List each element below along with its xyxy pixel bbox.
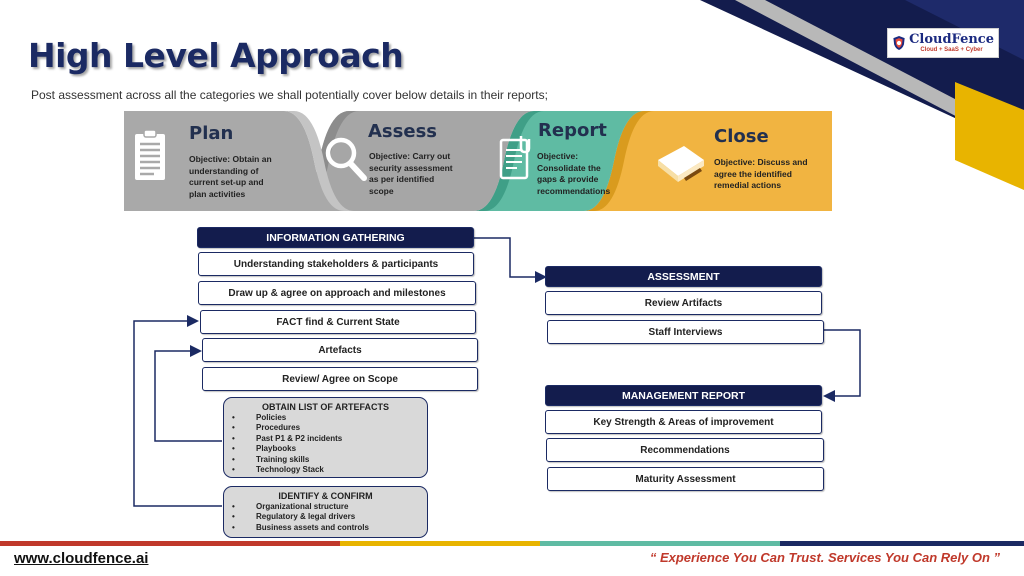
logo-name: CloudFence	[909, 32, 994, 47]
shield-icon	[893, 35, 905, 51]
list-item: •Regulatory & legal drivers	[232, 512, 356, 522]
gathering-item-stakeholders[interactable]: Understanding stakeholders & participant…	[198, 252, 474, 276]
document-clip-icon	[499, 136, 531, 180]
logo-tagline: Cloud + SaaS + Cyber	[920, 47, 983, 53]
list-item: •Policies	[232, 413, 287, 422]
clipboard-icon	[135, 130, 165, 180]
identify-panel: IDENTIFY & CONFIRM •Organizational struc…	[223, 486, 428, 538]
assessment-header: ASSESSMENT	[545, 266, 822, 287]
management-item-maturity[interactable]: Maturity Assessment	[547, 467, 824, 491]
assessment-item-staff-interviews[interactable]: Staff Interviews	[547, 320, 824, 344]
phase-close-title: Close	[714, 126, 769, 147]
list-item: •Organizational structure	[232, 502, 349, 511]
artefacts-list: •Policies •Procedures •Past P1 & P2 inci…	[232, 413, 419, 475]
page-subtitle: Post assessment across all the categorie…	[31, 88, 548, 102]
list-item: •Business assets and controls	[232, 522, 369, 532]
footer-tagline: “ Experience You Can Trust. Services You…	[649, 550, 1000, 565]
identify-panel-title: IDENTIFY & CONFIRM	[278, 491, 373, 501]
artefacts-panel: OBTAIN LIST OF ARTEFACTS •Policies •Proc…	[223, 397, 428, 478]
cloudfence-logo[interactable]: CloudFence Cloud + SaaS + Cyber	[887, 28, 999, 58]
gathering-item-approach[interactable]: Draw up & agree on approach and mileston…	[198, 281, 476, 305]
management-item-key-strength[interactable]: Key Strength & Areas of improvement	[545, 410, 822, 434]
book-pen-icon	[658, 146, 704, 182]
information-gathering-header: INFORMATION GATHERING	[197, 227, 474, 248]
phase-plan-title: Plan	[189, 123, 234, 144]
gathering-item-scope[interactable]: Review/ Agree on Scope	[202, 367, 478, 391]
list-item: •Technology Stack	[232, 465, 324, 475]
footer-divider	[0, 541, 1024, 546]
magnifier-icon	[325, 137, 367, 181]
management-report-header: MANAGEMENT REPORT	[545, 385, 822, 406]
list-item: •Procedures	[232, 423, 301, 433]
website-link[interactable]: www.cloudfence.ai	[14, 550, 149, 567]
page-title: High Level Approach	[28, 36, 404, 75]
gathering-item-artefacts[interactable]: Artefacts	[202, 338, 478, 362]
identify-list: •Organizational structure •Regulatory & …	[232, 502, 419, 533]
artefacts-panel-title: OBTAIN LIST OF ARTEFACTS	[262, 402, 389, 412]
list-item: •Playbooks	[232, 444, 297, 454]
list-item: •Past P1 & P2 incidents	[232, 433, 343, 443]
management-item-recommendations[interactable]: Recommendations	[546, 438, 824, 462]
phase-report-objective: Objective:Consolidate the gaps & provide…	[537, 151, 611, 196]
phase-report-title: Report	[538, 120, 607, 141]
assessment-item-review-artifacts[interactable]: Review Artifacts	[545, 291, 822, 315]
list-item: •Training skills	[232, 454, 310, 464]
phase-assess-title: Assess	[368, 121, 437, 142]
gathering-item-fact-find[interactable]: FACT find & Current State	[200, 310, 476, 334]
